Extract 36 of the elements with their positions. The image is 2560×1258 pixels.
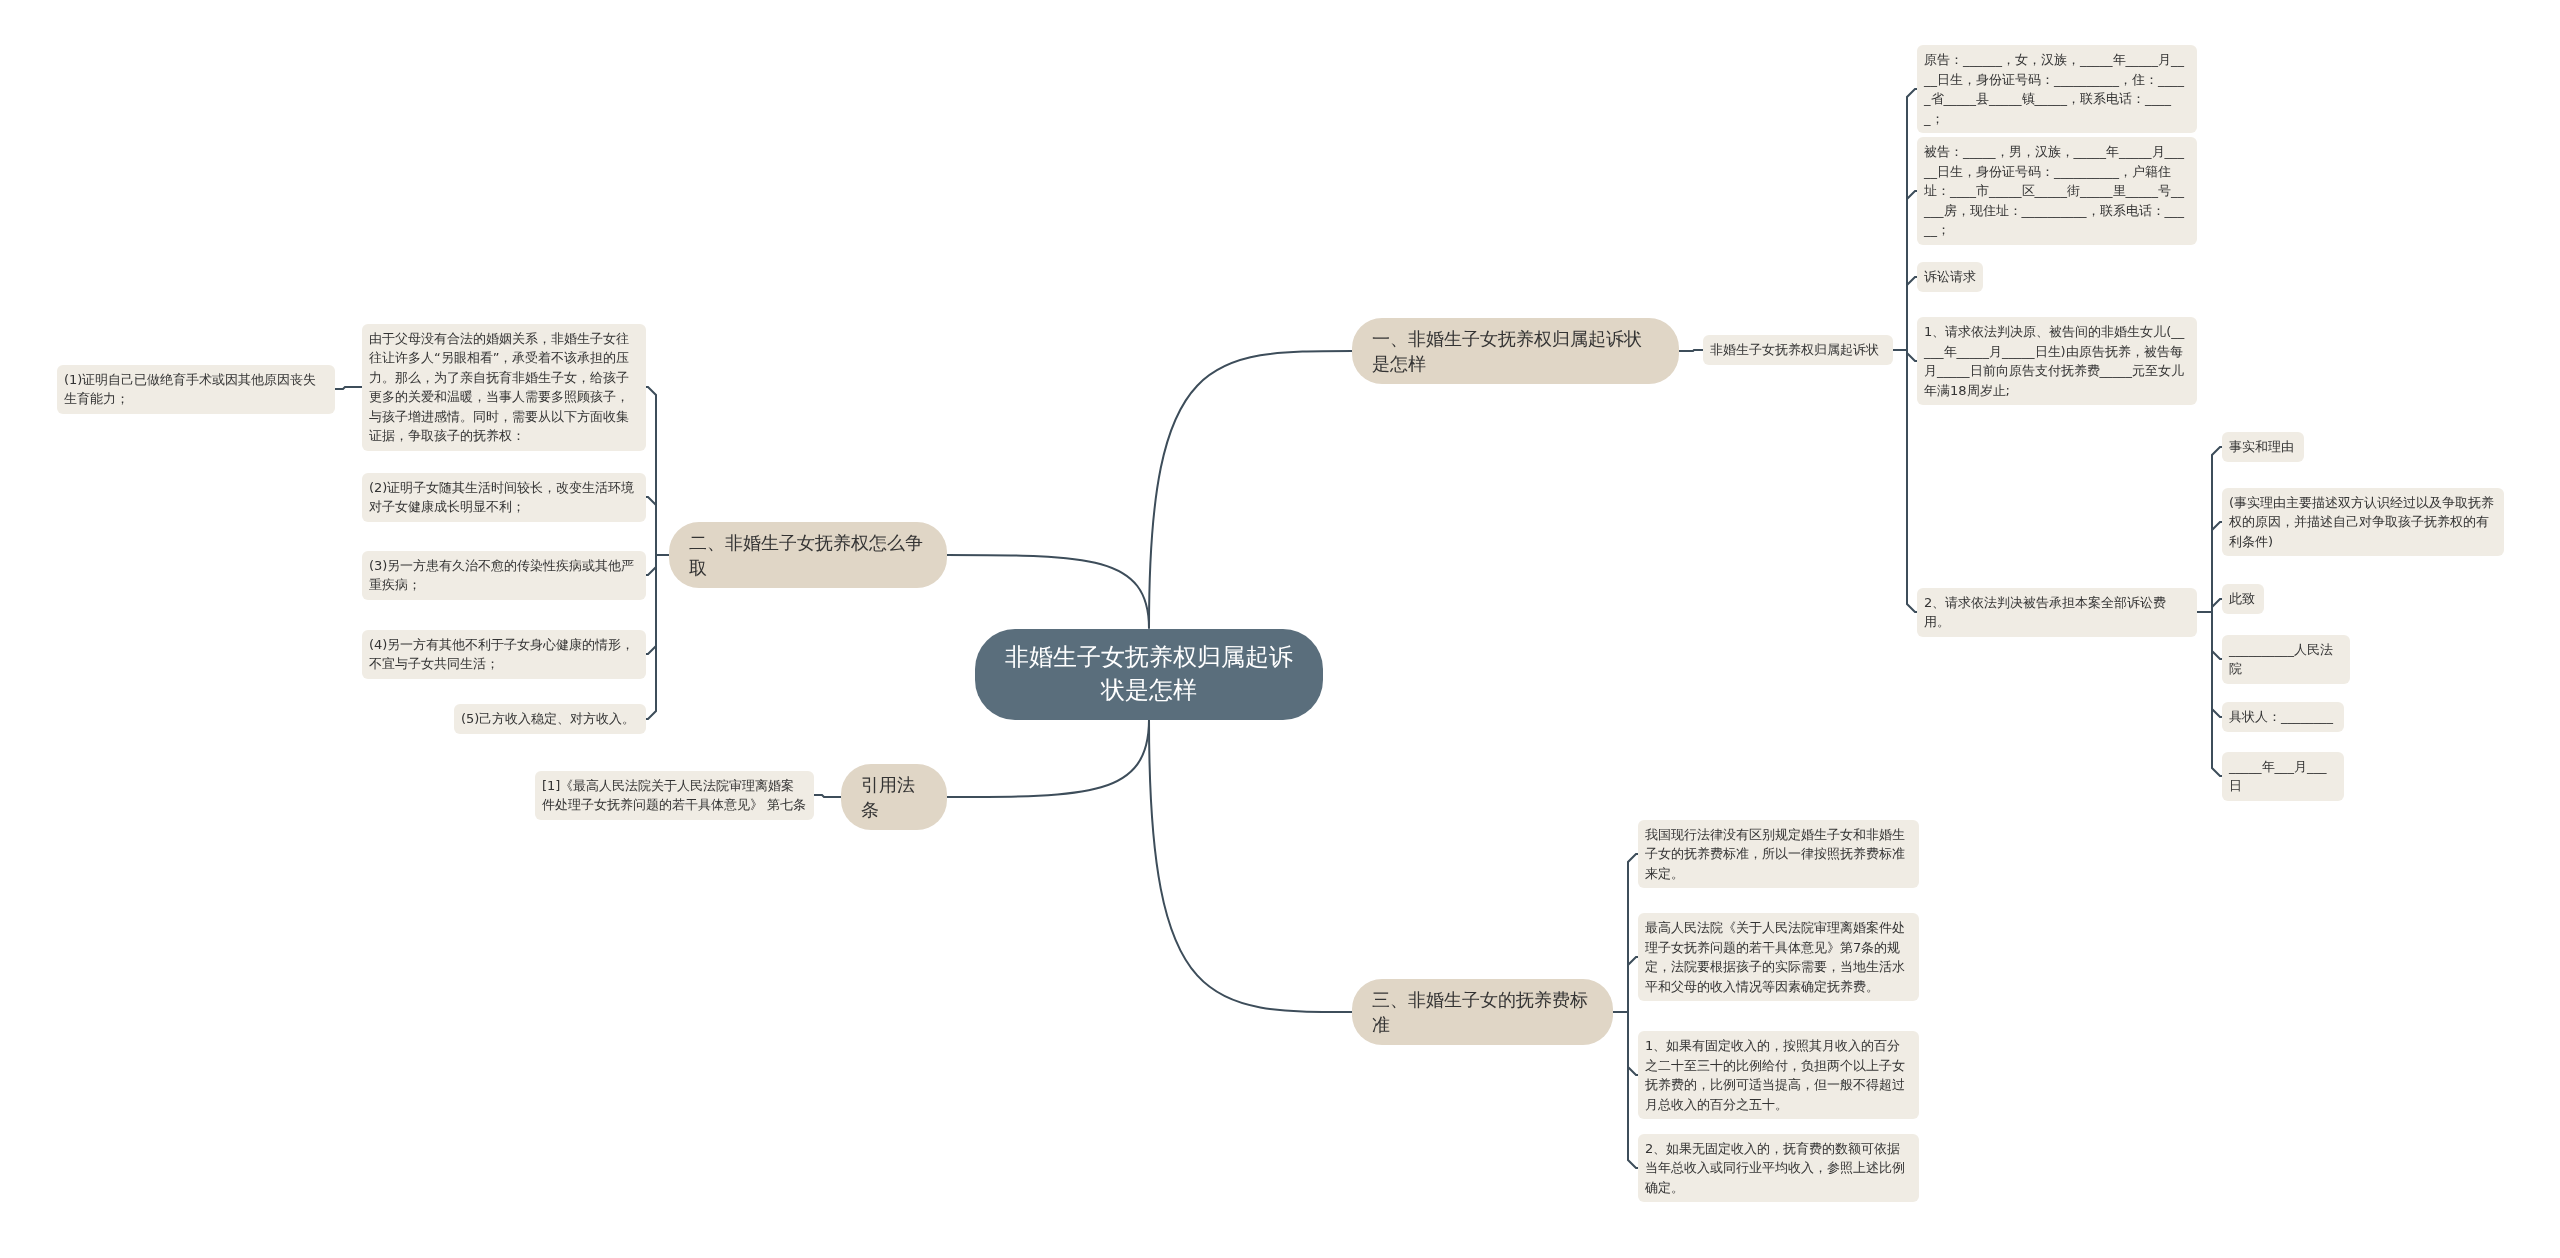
note-card: 2、请求依法判决被告承担本案全部诉讼费用。 xyxy=(1917,587,2197,637)
connector-line xyxy=(1678,349,1704,352)
note-card: [1]《最高人民法院关于人民法院审理离婚案件处理子女抚养问题的若干具体意见》 第七条 xyxy=(535,770,814,820)
connector-line xyxy=(334,386,363,390)
note-card: 最高人民法院《关于人民法院审理离婚案件处理子女抚养问题的若干具体意见》第7条的规定，法院要根据孩子的实际需要，当地生活水平和父母的收入情况等因素确定抚养费。 xyxy=(1638,913,1919,1001)
note-card: (事实理由主要描述双方认识经过以及争取抚养权的原因，并描述自己对争取孩子抚养权的有利条件) xyxy=(2222,487,2504,556)
connector-line xyxy=(813,794,842,798)
branch-pill: 二、非婚生子女抚养权怎么争取 xyxy=(669,522,947,589)
branch-pill: 一、非婚生子女抚养权归属起诉状是怎样 xyxy=(1352,318,1679,385)
note-card: 诉讼请求 xyxy=(1917,262,1983,292)
note-card: (3)另一方患有久治不愈的传染性疾病或其他严重疾病； xyxy=(362,550,646,600)
note-card: 1、如果有固定收入的，按照其月收入的百分之二十至三十的比例给付，负担两个以上子女抚养费的，比例可适当提高，但一般不得超过月总收入的百分之五十。 xyxy=(1638,1031,1919,1119)
note-card: (2)证明子女随其生活时间较长，改变生活环境对子女健康成长明显不利； xyxy=(362,472,646,522)
note-card: (1)证明自己已做绝育手术或因其他原因丧失生育能力； xyxy=(57,364,335,414)
note-card: 原告：______，女，汉族，_____年_____月____日生，身份证号码：__________，住：_____省_____县_____镇_____，联系电话：_____； xyxy=(1917,45,2197,133)
note-card: 非婚生子女抚养权归属起诉状 xyxy=(1703,335,1893,365)
note-card: 2、如果无固定收入的，抚育费的数额可依据当年总收入或同行业平均收入，参照上述比例确定。 xyxy=(1638,1133,1919,1202)
note-card: 被告：_____，男，汉族，_____年_____月_____日生，身份证号码：__________，户籍住址：____市_____区_____街_____里_____号_____房，现住址：__________，联系电话：_____； xyxy=(1917,137,2197,245)
connector-line xyxy=(645,554,670,720)
connector-line xyxy=(2196,611,2223,777)
branch-pill: 引用法条 xyxy=(841,764,947,831)
note-card: _____年___月___日 xyxy=(2222,751,2344,801)
note-card: 此致 xyxy=(2222,584,2264,614)
note-card: (5)己方收入稳定、对方收入。 xyxy=(454,704,646,734)
note-card: (4)另一方有其他不利于子女身心健康的情形，不宜与子女共同生活； xyxy=(362,629,646,679)
note-card: 事实和理由 xyxy=(2222,432,2304,462)
branch-pill: 三、非婚生子女的抚养费标准 xyxy=(1352,979,1613,1046)
note-card: 1、请求依法判决原、被告间的非婚生女儿(_____年_____月_____日生)由原告抚养，被告每月_____日前向原告支付抚养费_____元至女儿年满18周岁止; xyxy=(1917,317,2197,405)
note-card: 我国现行法律没有区别规定婚生子女和非婚生子女的抚养费标准，所以一律按照抚养费标准来定。 xyxy=(1638,819,1919,888)
connector-line xyxy=(1148,718,1353,1013)
note-card: 具状人：________ xyxy=(2222,702,2344,732)
note-card: 由于父母没有合法的婚姻关系，非婚生子女往往让许多人“另眼相看”，承受着不该承担的压力。那么，为了亲自抚育非婚生子女，给孩子更多的关爱和温暖，当事人需要多照顾孩子，与孩子增进感情。同时，需要从以下方面收集证据，争取孩子的抚养权： xyxy=(362,323,646,451)
connector-line xyxy=(946,554,1150,630)
connector-line xyxy=(1612,1011,1639,1169)
note-card: __________人民法院 xyxy=(2222,634,2350,684)
topic-pill: 非婚生子女抚养权归属起诉状是怎样 xyxy=(975,628,1323,720)
